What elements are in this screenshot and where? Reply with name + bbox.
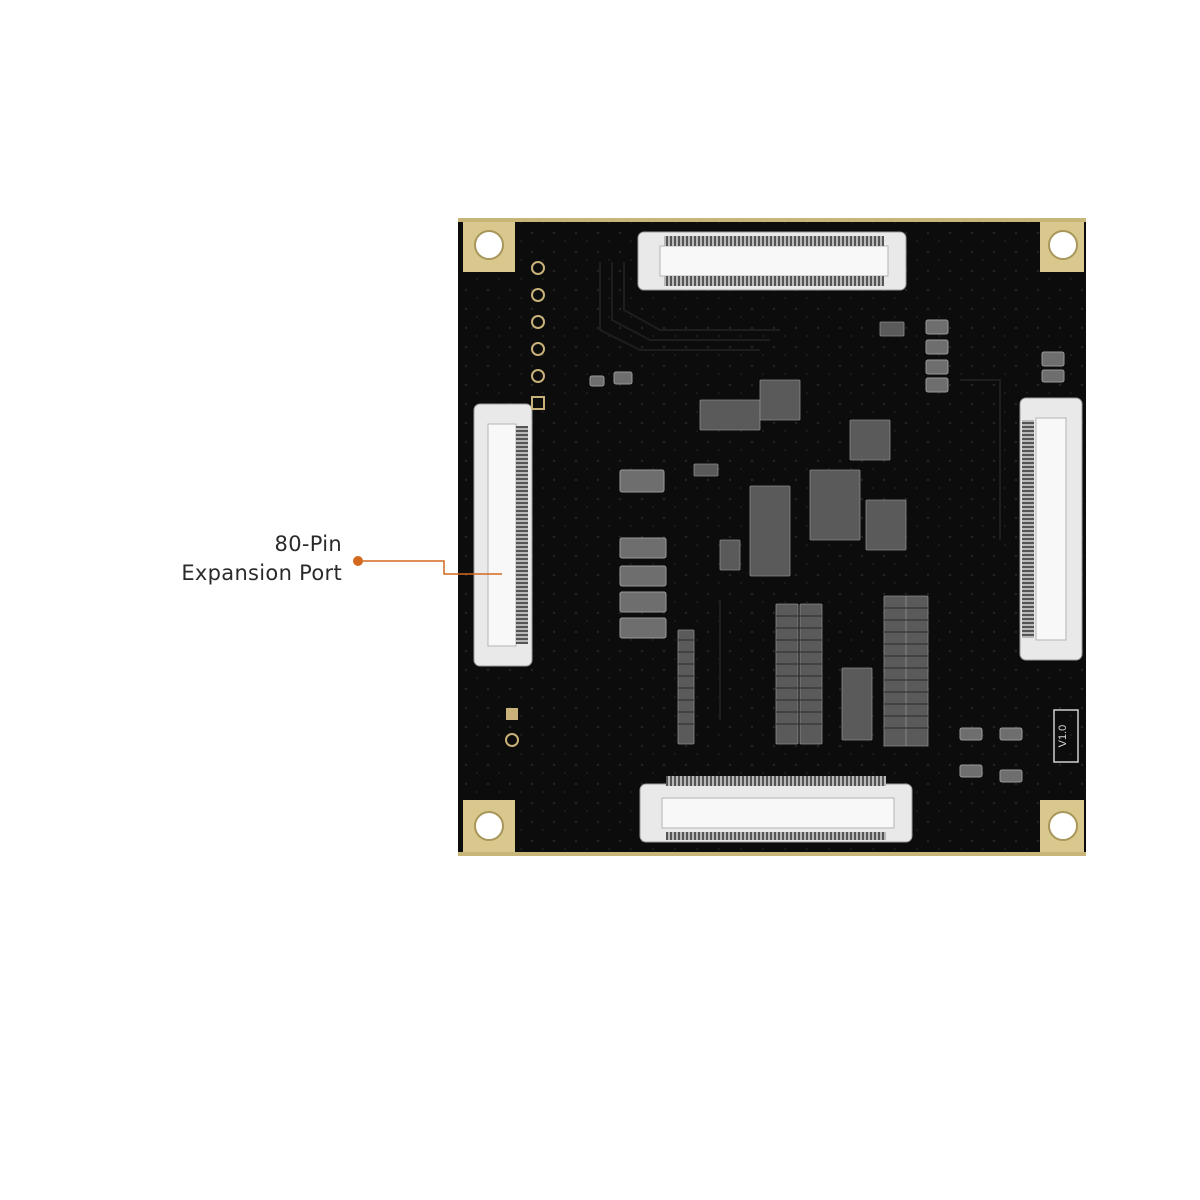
callout-line-2: Expansion Port <box>181 561 342 585</box>
callout-leader <box>353 556 502 575</box>
mounting-hole-top-right <box>1040 222 1084 272</box>
mounting-hole-bottom-left <box>463 800 515 852</box>
version-label-box <box>1053 709 1079 763</box>
connector-top <box>637 231 907 291</box>
header-pins <box>505 261 545 747</box>
expansion-port-callout: 80-Pin Expansion Port <box>181 530 342 588</box>
connector-bottom <box>639 776 913 843</box>
resistor-array <box>677 321 929 747</box>
pcb-traces <box>599 262 1001 720</box>
connector-left <box>473 403 533 667</box>
connector-right <box>1019 397 1083 661</box>
mounting-hole-bottom-right <box>1040 800 1084 852</box>
version-label: V1.0 <box>1057 725 1069 748</box>
smd-components <box>589 319 1065 783</box>
mounting-hole-top-left <box>463 222 515 272</box>
callout-line-1: 80-Pin <box>274 532 342 556</box>
